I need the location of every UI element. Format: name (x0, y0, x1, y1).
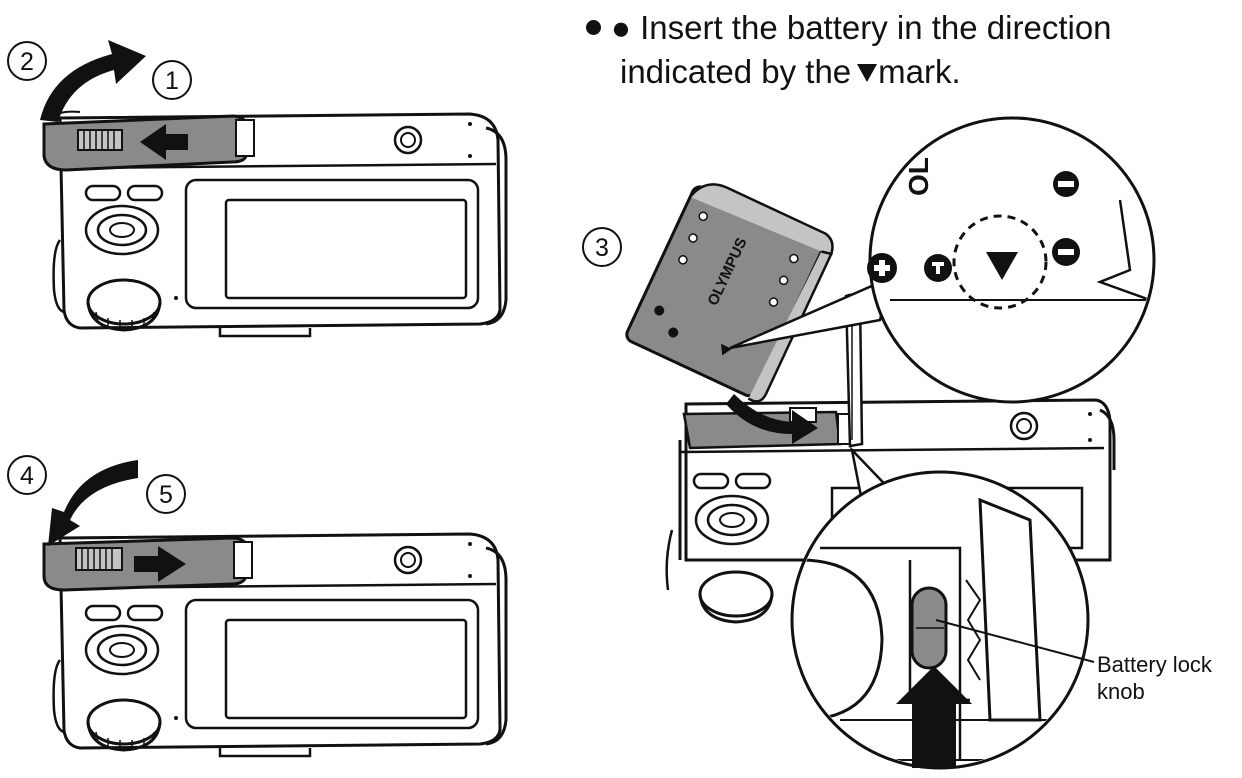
battery-lock-knob-label: Battery lock knob (1097, 651, 1212, 705)
battery-lock-closeup (790, 470, 1095, 770)
step-1-label: 1 (165, 67, 179, 95)
bullet-dot (586, 19, 601, 35)
down-triangle-mark-icon (857, 64, 878, 83)
battery-mark-closeup: OL (867, 116, 1156, 404)
down-triangle-closeup-icon (986, 252, 1018, 280)
camera-close-illustration (42, 460, 508, 758)
battery-insert-illustration: OLYMPUS OL (625, 116, 1156, 770)
close-door-arrow-icon (48, 460, 138, 546)
instruction-line-2-before: indicated by the (620, 53, 852, 90)
instruction-text: ● Insert the battery in the direction in… (586, 6, 1112, 94)
closeup-brand-text: OL (903, 157, 934, 196)
slide-right-arrow-icon (134, 546, 186, 582)
instruction-line-1: Insert the battery in the direction (640, 9, 1112, 46)
callout-line-1: Battery lock (1097, 652, 1212, 677)
insert-battery-arrow-icon (726, 394, 818, 444)
battery-pack: OLYMPUS (625, 183, 834, 403)
step-3-label: 3 (595, 234, 609, 262)
step-2-label: 2 (20, 48, 34, 76)
instruction-line-2: indicated by the mark. (586, 50, 1112, 94)
instruction-bullet-2: ● (611, 9, 631, 46)
step-4-label: 4 (20, 462, 34, 490)
slide-left-arrow-icon (140, 124, 188, 160)
callout-line-2: knob (1097, 679, 1145, 704)
step-markers: 2 1 3 4 5 (7, 41, 622, 514)
push-up-arrow-icon (896, 666, 972, 768)
instruction-line-2-after: mark. (878, 53, 961, 90)
lift-door-arrow-icon (40, 40, 146, 122)
camera-open-illustration (40, 40, 508, 338)
step-5-label: 5 (159, 481, 173, 509)
